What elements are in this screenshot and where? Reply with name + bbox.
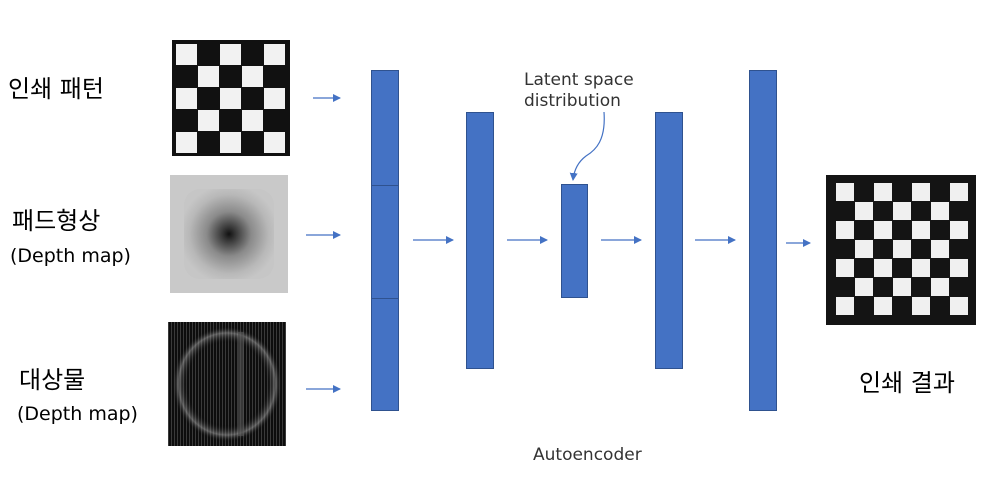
checker-square — [220, 44, 241, 65]
checker-square — [950, 297, 968, 315]
target-object-depth-image — [168, 322, 286, 446]
checker-square — [874, 297, 892, 315]
checker-square — [874, 183, 892, 201]
checker-square — [836, 221, 854, 239]
checker-square — [912, 221, 930, 239]
decoder-output-layer — [749, 70, 777, 411]
checker-square — [198, 66, 219, 87]
checker-square — [912, 259, 930, 277]
encoder-hidden-layer — [466, 112, 494, 369]
layer-divider — [372, 185, 398, 186]
print-result-image — [826, 175, 976, 325]
checker-square — [893, 202, 911, 220]
pad-shape-depth-image — [170, 175, 288, 293]
latent-annotation-line2: distribution — [524, 91, 621, 111]
checker-square — [836, 297, 854, 315]
checker-square — [893, 278, 911, 296]
checker-square — [931, 278, 949, 296]
checker-square — [931, 202, 949, 220]
checker-square — [264, 88, 285, 109]
checker-square — [220, 88, 241, 109]
input-sublabel-target-object: (Depth map) — [17, 403, 138, 425]
checker-square — [176, 132, 197, 153]
latent-layer — [561, 184, 588, 298]
checker-square — [242, 66, 263, 87]
layer-divider — [372, 298, 398, 299]
checker-square — [198, 110, 219, 131]
checker-square — [264, 44, 285, 65]
input-sublabel-pad-shape: (Depth map) — [10, 245, 131, 267]
checker-square — [855, 240, 873, 258]
checker-square — [912, 297, 930, 315]
checker-square — [931, 240, 949, 258]
encoder-input-layer — [371, 70, 399, 411]
checker-square — [855, 278, 873, 296]
checker-square — [950, 259, 968, 277]
checker-square — [264, 132, 285, 153]
checker-square — [836, 259, 854, 277]
checker-square — [893, 240, 911, 258]
output-label-print-result: 인쇄 결과 — [859, 369, 955, 397]
checker-square — [950, 183, 968, 201]
checker-square — [220, 132, 241, 153]
arrow-latent-callout — [569, 111, 605, 181]
print-pattern-image — [172, 40, 290, 156]
autoencoder-caption: Autoencoder — [533, 445, 642, 465]
latent-annotation-line1: Latent space — [524, 70, 634, 90]
input-label-pad-shape: 패드형상 — [12, 207, 101, 235]
checker-square — [836, 183, 854, 201]
decoder-hidden-layer — [655, 112, 683, 369]
checker-square — [242, 110, 263, 131]
checker-square — [855, 202, 873, 220]
checker-square — [176, 88, 197, 109]
checker-square — [874, 221, 892, 239]
input-label-target-object: 대상물 — [19, 366, 86, 394]
input-label-print-pattern: 인쇄 패턴 — [8, 75, 104, 103]
checker-square — [176, 44, 197, 65]
checker-square — [912, 183, 930, 201]
checker-square — [874, 259, 892, 277]
checker-square — [950, 221, 968, 239]
